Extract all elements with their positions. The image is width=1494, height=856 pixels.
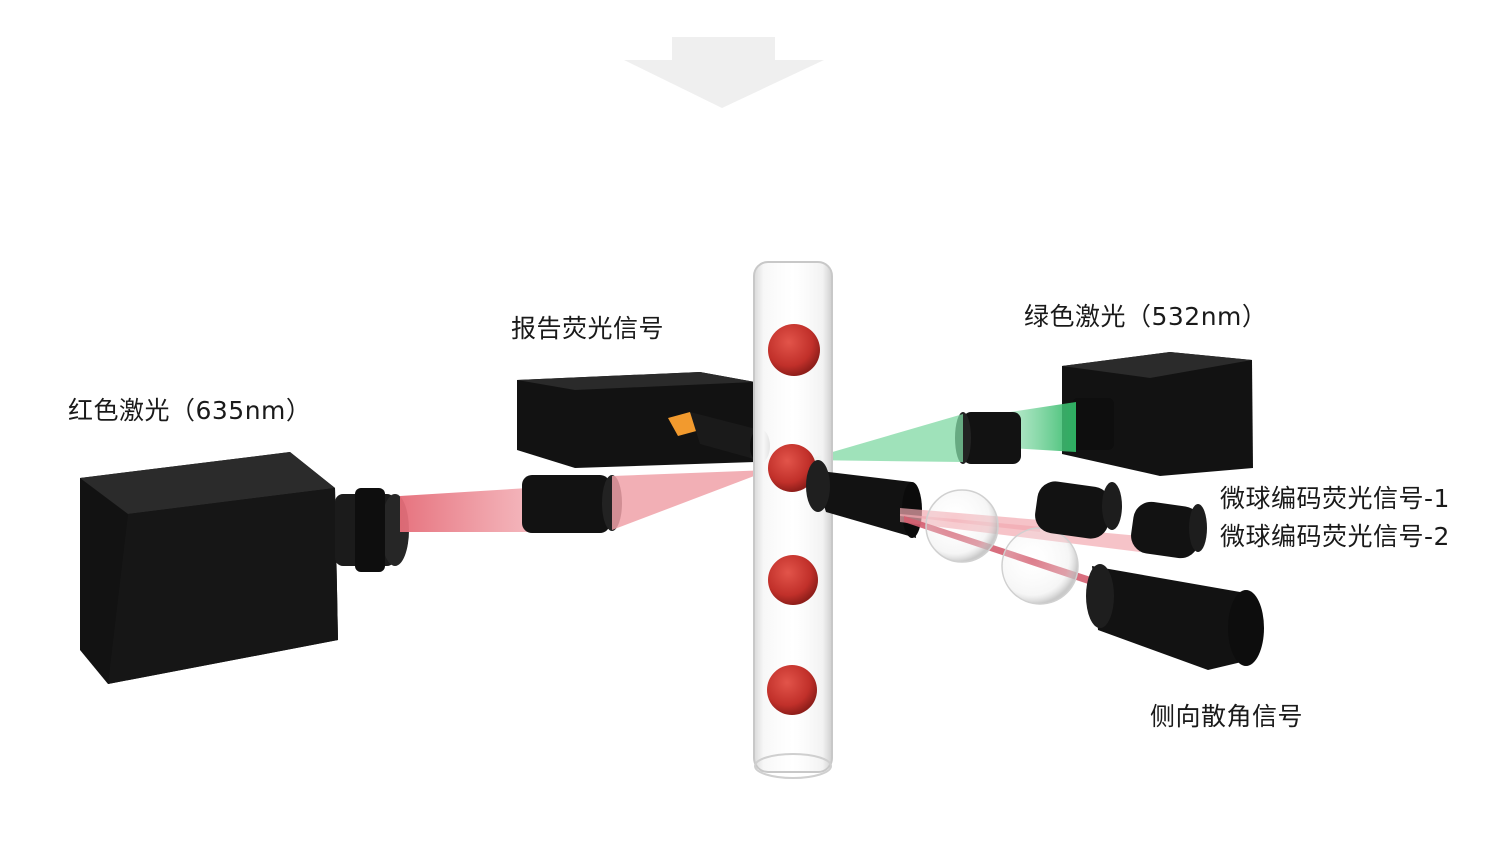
side-scatter-label: 侧向散角信号	[1150, 702, 1304, 731]
bead-code-2-label: 微球编码荧光信号-2	[1220, 522, 1450, 551]
bead-detector-1	[1035, 481, 1122, 539]
green-laser-device	[1062, 352, 1253, 476]
red-focus-cone	[612, 470, 770, 530]
green-focus-cone	[805, 414, 963, 462]
bead-1	[768, 324, 820, 376]
bead-4	[767, 665, 817, 715]
reporter-detector	[517, 372, 770, 468]
reporter-fluorescence-label: 报告荧光信号	[511, 314, 665, 343]
bead-detector-2	[1131, 501, 1207, 559]
bead-3	[768, 555, 818, 605]
green-laser-beam	[1010, 402, 1076, 452]
red-laser-beam	[400, 488, 528, 532]
bead-2	[768, 444, 816, 492]
red-laser-device	[80, 452, 409, 684]
glass-sphere-2	[1001, 527, 1079, 605]
down-arrow-icon	[624, 37, 824, 108]
green-laser-label: 绿色激光（532nm）	[1024, 302, 1268, 331]
red-laser-label: 红色激光（635nm）	[68, 396, 312, 425]
green-laser-lens	[955, 412, 1021, 464]
red-laser-lens	[522, 475, 622, 533]
side-scatter-detector	[1086, 564, 1264, 670]
scatter-lens-front	[806, 460, 922, 538]
sample-tube	[753, 261, 833, 779]
bead-code-1-label: 微球编码荧光信号-1	[1220, 484, 1450, 513]
glass-sphere-1	[925, 489, 999, 563]
